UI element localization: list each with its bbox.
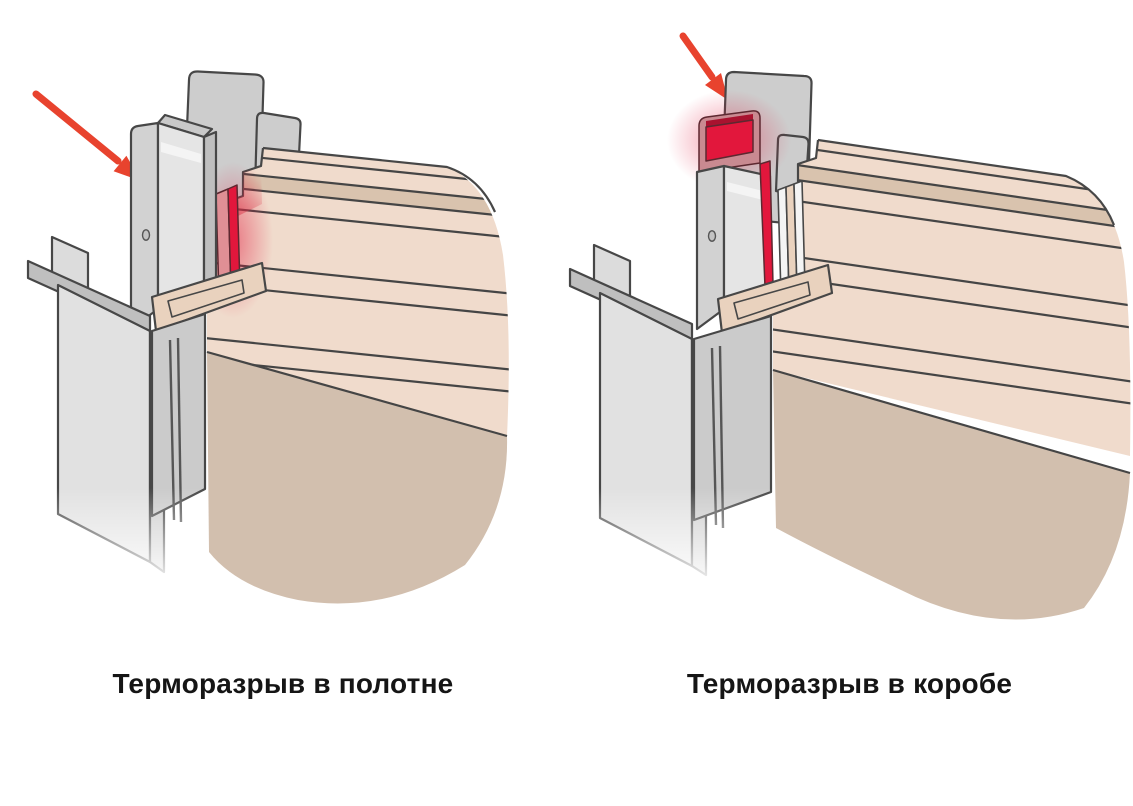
door-cross-section-frame-illustration — [568, 32, 1131, 620]
leaf-ledge — [150, 261, 268, 333]
leaf-ledge — [716, 263, 834, 335]
frame-column — [695, 110, 774, 331]
door-leaf — [772, 138, 1131, 620]
pointer-arrow-icon — [32, 90, 141, 181]
leaf-front-face — [773, 370, 1130, 620]
rivet-hole — [141, 229, 151, 241]
frame-column — [129, 113, 218, 331]
figure-caption: Терморазрыв в коробе — [686, 668, 1013, 699]
figure-thermal-break-in-leaf: Терморазрыв в полотне — [0, 0, 566, 700]
door-trim — [568, 243, 773, 577]
figure-thermal-break-in-frame: Терморазрыв в коробе — [566, 0, 1133, 700]
figure-caption: Терморазрыв в полотне — [112, 668, 454, 699]
door-cross-section-leaf-illustration — [26, 70, 509, 604]
thermal-break-block — [698, 110, 761, 173]
rivet-hole — [707, 230, 717, 242]
leaf-front-face — [207, 352, 508, 604]
door-trim — [26, 235, 207, 574]
